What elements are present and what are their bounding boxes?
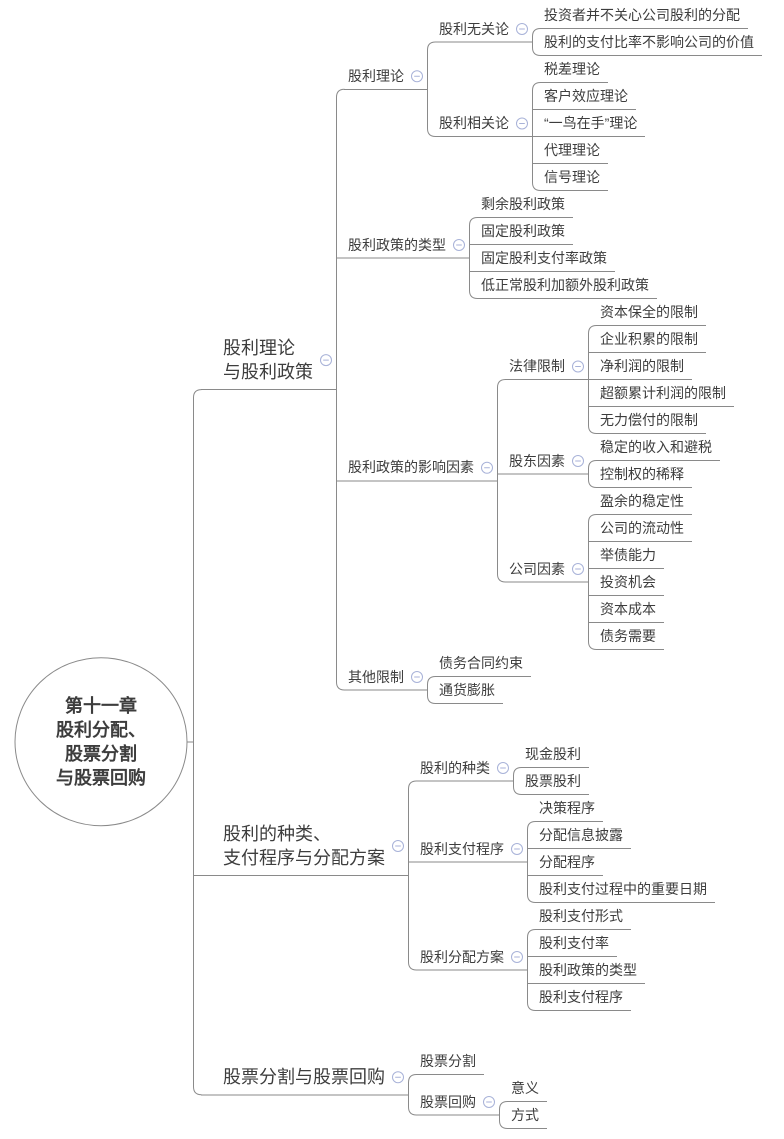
collapse-icon-0-0-0[interactable] (516, 23, 528, 35)
collapse-icon-1-0[interactable] (497, 762, 509, 774)
branch-bracket (532, 28, 541, 56)
collapse-icon-1-1[interactable] (511, 843, 523, 855)
collapse-icon-0-0[interactable] (411, 70, 423, 83)
collapse-icon-2-1[interactable] (483, 1096, 495, 1108)
collapse-icon-0-2-0[interactable] (572, 360, 584, 373)
collapse-icon-1-2[interactable] (511, 951, 523, 963)
branch-bracket (527, 821, 536, 903)
branch-bracket (527, 929, 536, 1011)
collapse-icon-0[interactable] (320, 354, 332, 367)
collapse-icon-1[interactable] (392, 840, 404, 852)
branch-bracket (588, 514, 597, 650)
collapse-icon-0-2-1[interactable] (572, 455, 584, 467)
collapse-icon-0-1[interactable] (453, 239, 465, 251)
branch-bracket (336, 88, 345, 691)
branch-bracket (408, 1074, 417, 1116)
collapse-icon-0-3[interactable] (411, 671, 423, 683)
branch-bracket (469, 217, 478, 299)
branch-bracket (513, 767, 522, 795)
collapse-icon-2[interactable] (392, 1071, 404, 1084)
collapse-icon-0-0-1[interactable] (516, 117, 528, 130)
branch-bracket (193, 389, 202, 1096)
collapse-icon-0-2[interactable] (481, 461, 493, 474)
collapse-icon-0-2-2[interactable] (572, 563, 584, 575)
branch-bracket (427, 676, 436, 704)
branch-bracket (497, 379, 506, 583)
branch-bracket (588, 460, 597, 488)
branch-bracket (408, 780, 417, 971)
branch-bracket (499, 1101, 508, 1129)
central-topic-circle[interactable] (14, 657, 188, 827)
branch-bracket (427, 41, 436, 137)
